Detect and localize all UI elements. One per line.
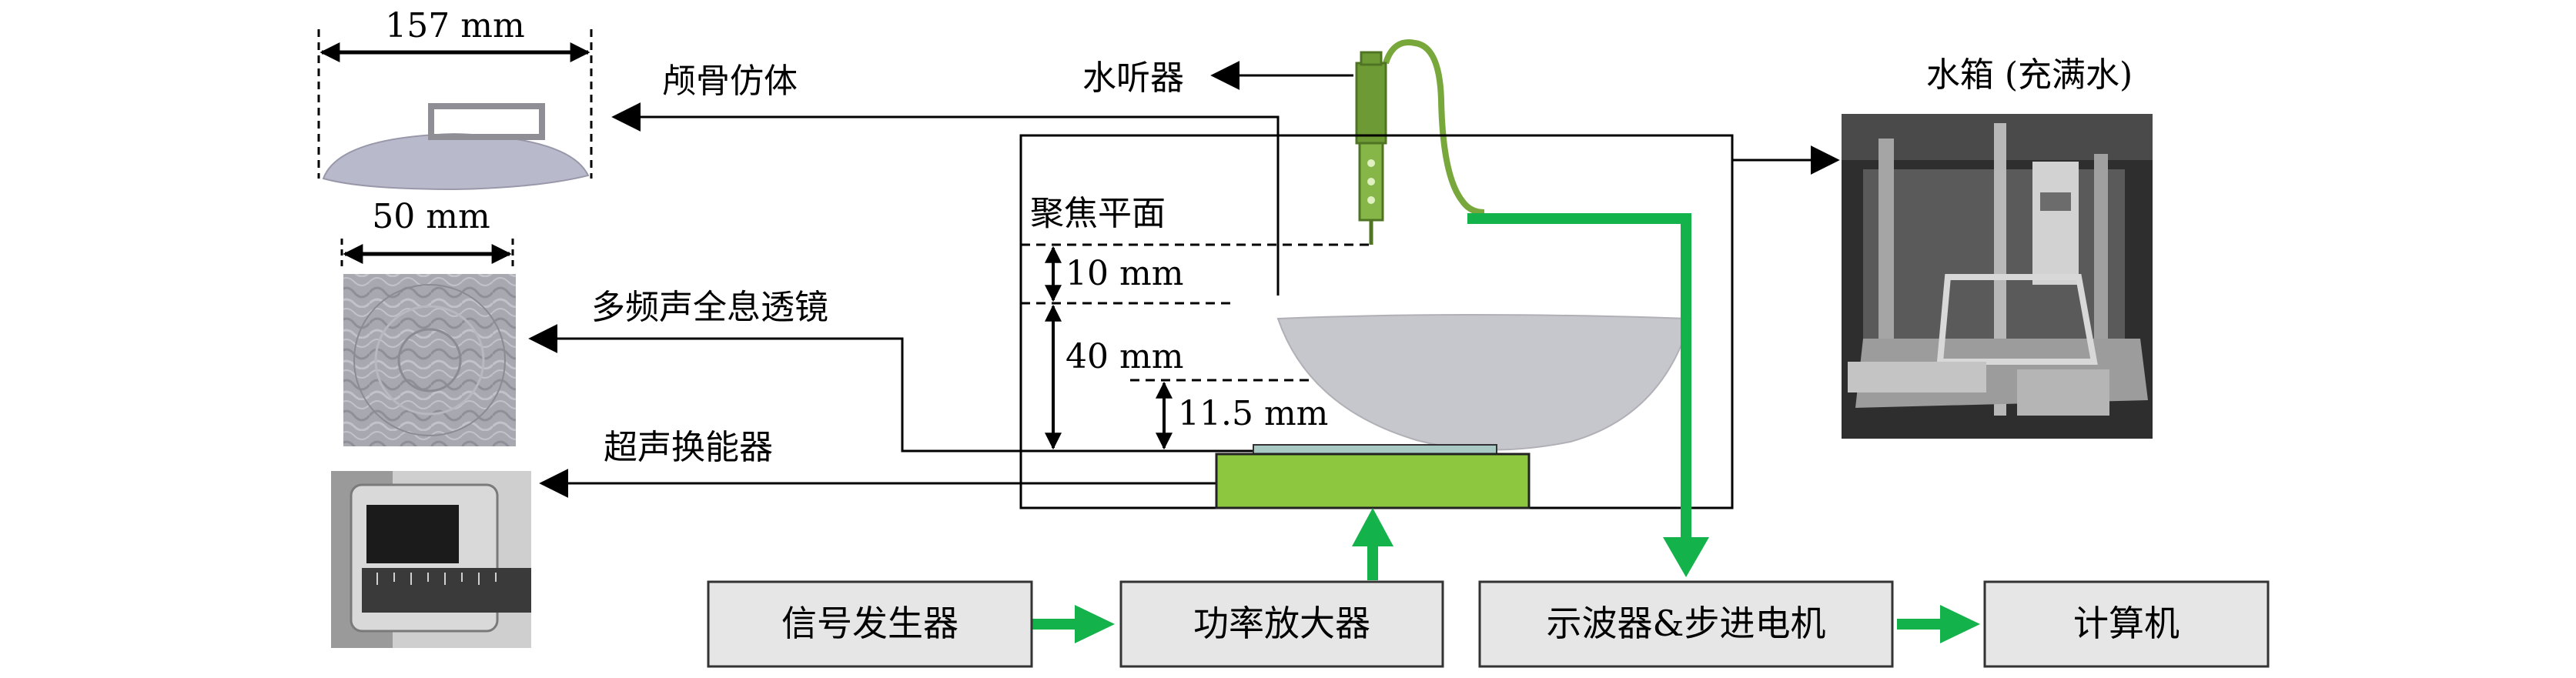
hydrophone-probe — [1355, 39, 1485, 245]
hologram-lens-plate — [1253, 444, 1497, 455]
skull-phantom-sketch: 157 mm — [317, 6, 593, 191]
skull-phantom-pointer — [611, 102, 1280, 243]
signal-generator-box: 信号发生器 — [707, 580, 1033, 668]
skull-gap-label: 40 mm — [1066, 337, 1183, 376]
hydrophone-label: 水听器 — [1082, 58, 1184, 98]
focal-offset-label: 10 mm — [1066, 254, 1183, 293]
generator-to-amp-arrow — [1075, 605, 1115, 643]
skull-phantom-label: 颅骨仿体 — [662, 62, 798, 101]
lens-width-label: 50 mm — [372, 197, 490, 236]
skull-phantom-in-tank — [1276, 314, 1692, 451]
signal-generator-label: 信号发生器 — [781, 603, 958, 644]
phantom-handle — [428, 103, 545, 140]
oscilloscope-motor-box: 示波器&步进电机 — [1478, 580, 1894, 668]
signal-path — [1467, 213, 1691, 539]
signal-arrowhead-down — [1663, 537, 1709, 577]
ultrasound-transducer — [1215, 453, 1531, 509]
transducer-label: 超声换能器 — [604, 428, 773, 467]
skull-phantom-shape — [322, 132, 590, 191]
lens-label: 多频声全息透镜 — [591, 288, 828, 327]
water-tank-label: 水箱 (充满水) — [1926, 55, 2133, 95]
amplifier-arrowhead-up — [1352, 508, 1393, 546]
computer-box: 计算机 — [1983, 580, 2270, 668]
oscilloscope-motor-label: 示波器&步进电机 — [1547, 603, 1826, 644]
power-amplifier-box: 功率放大器 — [1119, 580, 1444, 668]
transducer-photo — [331, 471, 531, 648]
lens-gap-label: 11.5 mm — [1178, 394, 1328, 433]
lens-pointer — [528, 324, 1260, 453]
focal-plane-label: 聚焦平面 — [1030, 194, 1166, 233]
lens-photo — [343, 274, 516, 446]
hologram-lens-sketch: 50 mm — [340, 197, 516, 446]
computer-label: 计算机 — [2073, 603, 2180, 644]
water-tank-photo — [1842, 114, 2153, 439]
phantom-width-label: 157 mm — [385, 6, 524, 45]
power-amplifier-label: 功率放大器 — [1193, 603, 1370, 644]
scope-to-computer-arrow — [1940, 605, 1980, 643]
